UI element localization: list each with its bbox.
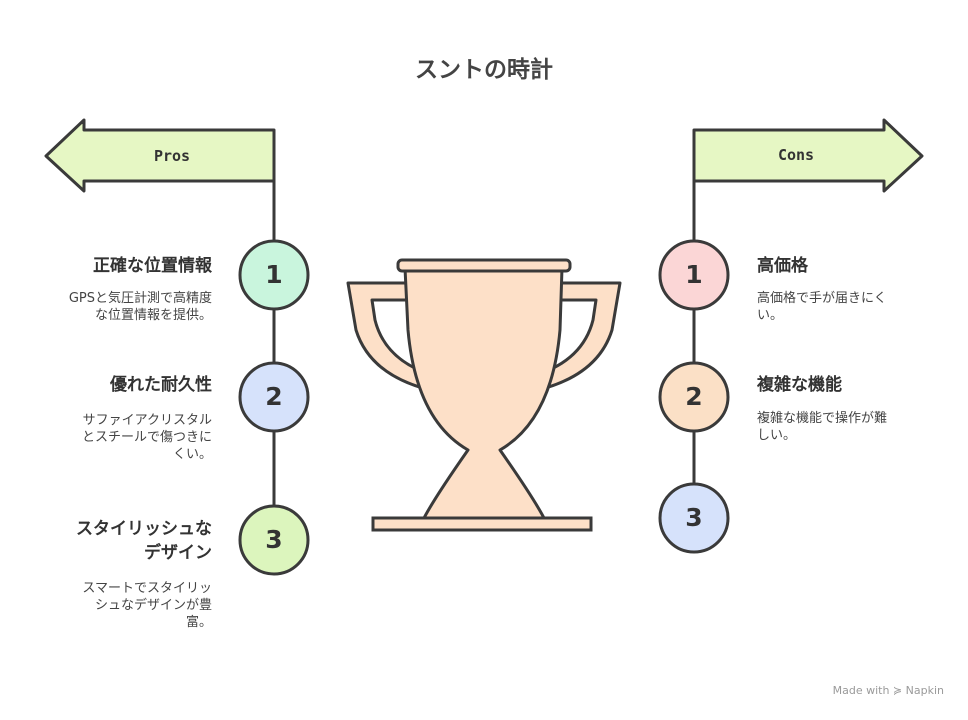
cons-label: Cons: [777, 146, 815, 164]
pros-badge-1: [238, 239, 310, 311]
page-title: スントの時計: [415, 57, 553, 83]
pros-item-2-desc-line: くい。: [172, 447, 212, 462]
pros-item-3-desc-line: 富。: [185, 615, 212, 630]
pros-item-1-title: 正確な位置情報: [93, 256, 212, 276]
pros-item-1-desc-line: な位置情報を提供。: [94, 308, 212, 323]
pros-item-2-desc-line: サファイアクリスタル: [82, 413, 212, 428]
trophy-base: [371, 516, 593, 532]
cons-badge-1: [658, 239, 730, 311]
cons-item-2-desc: 複雑な機能で操作が難 しい。: [757, 410, 887, 444]
cons-badge-3: [658, 482, 730, 554]
cons-arrow: [692, 118, 924, 193]
cons-item-1-desc-line: 高価格で手が届きにく: [757, 291, 887, 306]
cons-item-2-desc-line: 複雑な機能で操作が難: [757, 411, 888, 426]
pros-badge-3: [238, 504, 310, 576]
pros-item-2-desc-line: とスチールで傷つきに: [81, 430, 212, 445]
pros-number-3: 3: [265, 525, 283, 554]
cons-number-1: 1: [685, 260, 703, 289]
napkin-watermark: Made with ≽ Napkin: [832, 684, 944, 697]
pros-item-3-desc: スマートでスタイリッ シュなデザインが豊 富。: [82, 580, 212, 631]
pros-item-1-desc-line: GPSと気圧計測で高精度: [68, 291, 212, 306]
cons-item-2-title: 複雑な機能: [757, 375, 842, 395]
pros-item-3-title: スタイリッシュな デザイン: [76, 517, 212, 565]
pros-number-1: 1: [265, 260, 283, 289]
cons-badge-2: [658, 361, 730, 433]
cons-item-1-desc-line: い。: [757, 308, 784, 323]
cons-item-2-desc-line: しい。: [757, 428, 797, 443]
trophy-cup: [403, 266, 564, 522]
pros-item-2-desc: サファイアクリスタル とスチールで傷つきに くい。: [82, 412, 212, 463]
trophy-rim: [396, 258, 572, 273]
pros-item-3-desc-line: シュなデザインが豊: [94, 598, 212, 613]
trophy-icon: [346, 258, 622, 532]
cons-number-2: 2: [685, 382, 703, 411]
pros-item-2-title: 優れた耐久性: [110, 375, 212, 395]
pros-item-3-desc-line: スマートでスタイリッ: [82, 581, 212, 596]
pros-badge-2: [238, 361, 310, 433]
cons-number-3: 3: [685, 503, 703, 532]
pros-number-2: 2: [265, 382, 283, 411]
pros-label: Pros: [153, 147, 191, 165]
cons-item-1-desc: 高価格で手が届きにく い。: [757, 290, 887, 324]
cons-item-1-title: 高価格: [757, 256, 808, 276]
pros-item-3-title-line: スタイリッシュな: [76, 519, 212, 539]
pros-arrow: [44, 118, 276, 193]
pros-item-1-desc: GPSと気圧計測で高精度 な位置情報を提供。: [69, 290, 212, 324]
pros-item-3-title-line: デザイン: [144, 543, 212, 563]
